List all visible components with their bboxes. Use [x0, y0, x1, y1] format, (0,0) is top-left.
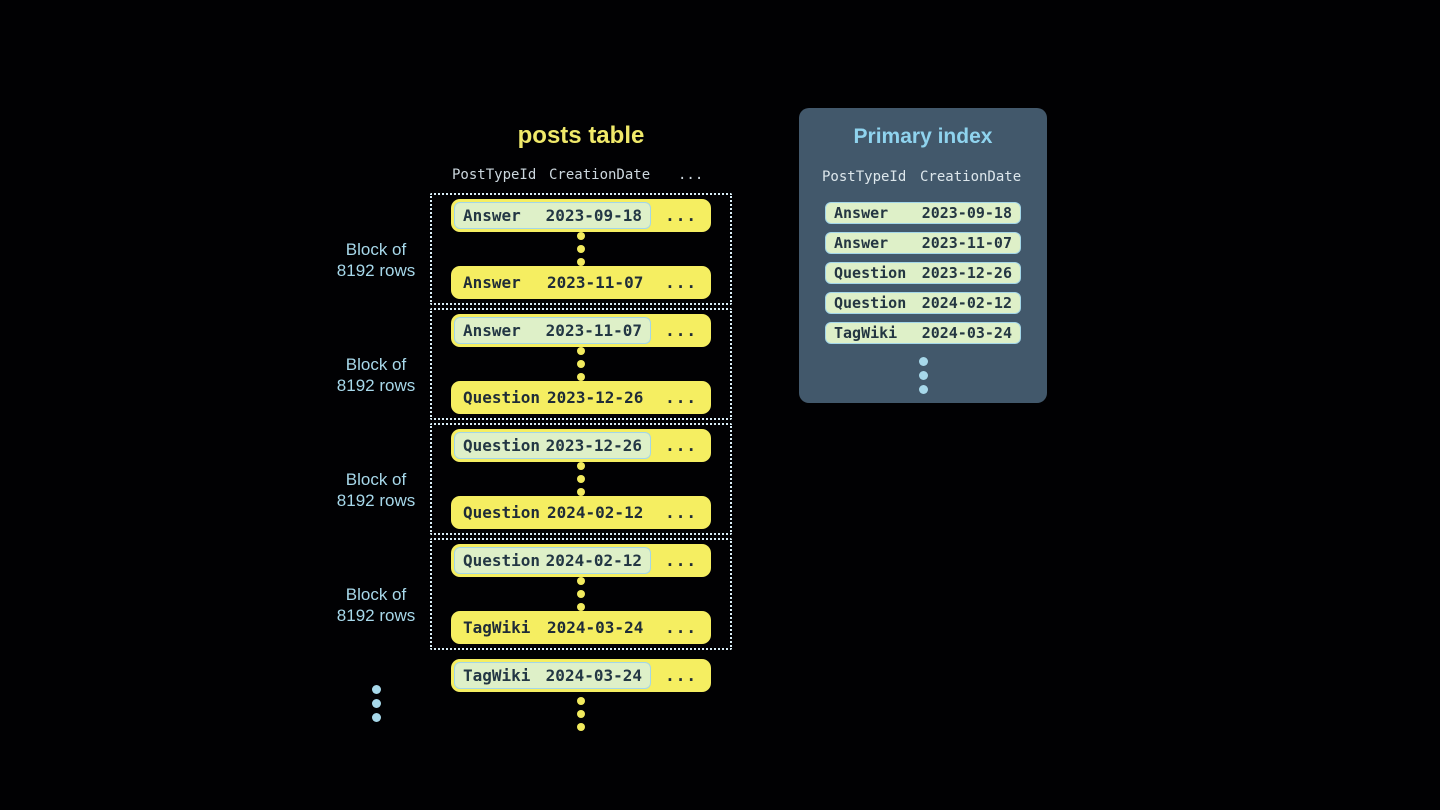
vertical-ellipsis-icon: [577, 577, 585, 611]
posts-table-title: posts table: [517, 122, 645, 149]
column-header-creationdate: CreationDate: [549, 167, 651, 183]
table-row-first: Answer 2023-11-07 ...: [451, 314, 711, 347]
index-entry-highlight: Answer 2023-11-07: [454, 317, 651, 344]
index-row: TagWiki 2024-03-24: [825, 322, 1021, 344]
cell-more-columns: ...: [665, 551, 697, 570]
cell-more-columns: ...: [665, 436, 697, 455]
block-0: Answer 2023-09-18 ... Answer 2023-11-07 …: [430, 193, 732, 305]
posts-table-column-headers: PostTypeId CreationDate ...: [430, 167, 732, 185]
cell-creation-date: 2024-02-12: [545, 551, 642, 570]
cell-creation-date: 2024-02-12: [547, 503, 644, 522]
block-label-1: Block of 8192 rows: [311, 354, 441, 396]
vertical-ellipsis-icon: [371, 685, 381, 722]
index-entry-highlight: Answer 2023-09-18: [454, 202, 651, 229]
block-label-line2: 8192 rows: [336, 376, 416, 395]
cell-more-columns: ...: [665, 503, 697, 522]
block-label-line1: Block of: [345, 240, 407, 259]
cell-creation-date: 2024-03-24: [547, 618, 644, 637]
blocks-continue-ellipsis: [361, 685, 391, 722]
index-continues-ellipsis: [799, 357, 1047, 394]
cell-post-type: Question: [463, 551, 541, 570]
cell-creation-date: 2024-03-24: [545, 666, 642, 685]
primary-index-title: Primary index: [853, 125, 993, 148]
column-header-posttypeid: PostTypeId: [822, 169, 907, 185]
cell-creation-date: 2023-12-26: [547, 388, 644, 407]
column-header-more: ...: [678, 167, 704, 183]
cell-creation-date: 2023-09-18: [545, 206, 642, 225]
block-label-line2: 8192 rows: [336, 261, 416, 280]
table-row-first: Question 2023-12-26 ...: [451, 429, 711, 462]
index-row: Question 2024-02-12: [825, 292, 1021, 314]
cell-post-type: Answer: [834, 204, 889, 222]
table-row-last: Question 2023-12-26 ...: [451, 381, 711, 414]
cell-post-type: Question: [463, 436, 541, 455]
cell-post-type: Question: [463, 503, 541, 522]
block-1: Answer 2023-11-07 ... Question 2023-12-2…: [430, 308, 732, 420]
cell-more-columns: ...: [665, 321, 697, 340]
table-row-first: Question 2024-02-12 ...: [451, 544, 711, 577]
cell-post-type: TagWiki: [463, 666, 531, 685]
cell-post-type: Answer: [834, 234, 889, 252]
row-blocks: Answer 2023-09-18 ... Answer 2023-11-07 …: [430, 193, 732, 653]
table-row-last: TagWiki 2024-03-24 ...: [451, 611, 711, 644]
primary-index-column-headers: PostTypeId CreationDate: [799, 169, 1047, 187]
index-entry-highlight: TagWiki 2024-03-24: [454, 662, 651, 689]
block-label-0: Block of 8192 rows: [311, 239, 441, 281]
index-row: Answer 2023-11-07: [825, 232, 1021, 254]
cell-post-type: TagWiki: [834, 324, 898, 342]
index-entry-highlight: Question 2024-02-12: [454, 547, 651, 574]
index-entry-highlight: Question 2023-12-26: [454, 432, 651, 459]
cell-post-type: Question: [834, 294, 907, 312]
cell-more-columns: ...: [665, 618, 697, 637]
vertical-ellipsis-icon: [577, 697, 585, 731]
cell-post-type: Answer: [463, 273, 521, 292]
cell-creation-date: 2023-12-26: [545, 436, 642, 455]
index-row: Question 2023-12-26: [825, 262, 1021, 284]
column-header-posttypeid: PostTypeId: [452, 167, 537, 183]
primary-index-rows: Answer 2023-09-18 Answer 2023-11-07 Ques…: [825, 202, 1021, 352]
cell-creation-date: 2023-11-07: [545, 321, 642, 340]
vertical-ellipsis-icon: [577, 232, 585, 266]
cell-post-type: TagWiki: [463, 618, 531, 637]
block-3: Question 2024-02-12 ... TagWiki 2024-03-…: [430, 538, 732, 650]
block-label-line1: Block of: [345, 470, 407, 489]
index-row: Answer 2023-09-18: [825, 202, 1021, 224]
column-header-creationdate: CreationDate: [920, 169, 1022, 185]
cell-post-type: Question: [463, 388, 541, 407]
block-label-line1: Block of: [345, 585, 407, 604]
cell-more-columns: ...: [665, 666, 697, 685]
table-continues-ellipsis: [430, 697, 732, 731]
primary-index-panel: Primary index PostTypeId CreationDate An…: [799, 108, 1047, 403]
cell-creation-date: 2023-11-07: [921, 234, 1012, 252]
cell-more-columns: ...: [665, 206, 697, 225]
table-row-last: Answer 2023-11-07 ...: [451, 266, 711, 299]
vertical-ellipsis-icon: [577, 462, 585, 496]
cell-post-type: Answer: [463, 321, 521, 340]
cell-creation-date: 2023-11-07: [547, 273, 644, 292]
vertical-ellipsis-icon: [918, 357, 928, 394]
cell-creation-date: 2024-03-24: [921, 324, 1012, 342]
block-label-line1: Block of: [345, 355, 407, 374]
block-label-line2: 8192 rows: [336, 491, 416, 510]
cell-creation-date: 2024-02-12: [921, 294, 1012, 312]
table-row-first: Answer 2023-09-18 ...: [451, 199, 711, 232]
cell-more-columns: ...: [665, 388, 697, 407]
block-2: Question 2023-12-26 ... Question 2024-02…: [430, 423, 732, 535]
cell-post-type: Answer: [463, 206, 521, 225]
cell-post-type: Question: [834, 264, 907, 282]
block-label-2: Block of 8192 rows: [311, 469, 441, 511]
vertical-ellipsis-icon: [577, 347, 585, 381]
cell-creation-date: 2023-09-18: [921, 204, 1012, 222]
block-label-3: Block of 8192 rows: [311, 584, 441, 626]
cell-creation-date: 2023-12-26: [921, 264, 1012, 282]
cell-more-columns: ...: [665, 273, 697, 292]
block-label-line2: 8192 rows: [336, 606, 416, 625]
table-row-next-block-first: TagWiki 2024-03-24 ...: [451, 659, 711, 692]
table-row-last: Question 2024-02-12 ...: [451, 496, 711, 529]
